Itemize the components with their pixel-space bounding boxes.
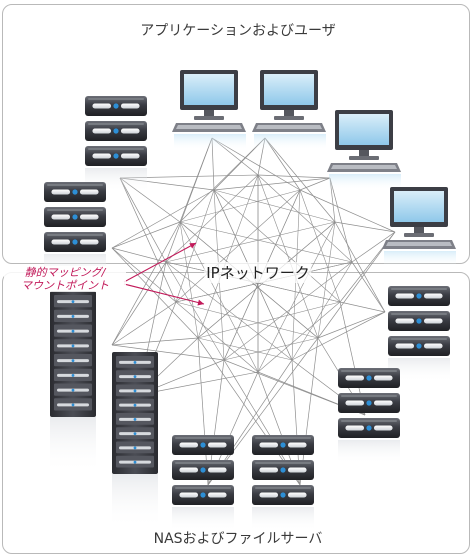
nas-file-servers-title: NASおよびファイルサーバ (153, 531, 323, 547)
mesh-link (317, 231, 396, 339)
mesh-link (329, 177, 353, 263)
mesh-link (264, 137, 336, 223)
rack-server-bottom-1 (172, 435, 234, 531)
mesh-link (299, 189, 396, 233)
mesh-link (165, 261, 225, 361)
mesh-link (257, 174, 319, 339)
ip-network-label: IPネットワーク (204, 262, 312, 283)
mesh-link (165, 137, 213, 263)
mesh-link (317, 311, 386, 339)
mesh-link (111, 189, 215, 249)
mapping-arrow (123, 242, 197, 283)
mesh-link (334, 221, 386, 313)
workstation-1 (172, 70, 246, 150)
mesh-link (119, 177, 177, 303)
mesh-link (351, 231, 396, 263)
mesh-link (299, 189, 341, 303)
mapping-arrows (123, 242, 205, 306)
mesh-link (175, 189, 215, 303)
mesh-link (111, 337, 199, 346)
mesh-link (165, 261, 293, 361)
mesh-link (291, 311, 386, 361)
workstation-3 (327, 110, 401, 190)
mesh-link (165, 221, 336, 263)
workstation-4 (382, 187, 456, 267)
devices (44, 70, 456, 531)
mesh-link (179, 137, 266, 223)
mesh-link (175, 301, 319, 339)
mesh-link (213, 177, 331, 191)
mesh-link (291, 261, 353, 361)
tower-server-middle (112, 352, 158, 529)
static-mapping-line-2: マウントポイント (21, 279, 109, 292)
mesh-link (339, 301, 386, 313)
mesh-link (257, 221, 336, 373)
rack-server-right-top (388, 286, 450, 382)
mesh-link (223, 261, 353, 361)
mesh-link (197, 337, 293, 361)
mesh-link (213, 189, 341, 303)
mesh-link (111, 261, 167, 346)
rack-server-bottom-2 (252, 435, 314, 531)
mesh-link (334, 221, 396, 233)
rack-server-top-left (85, 96, 147, 192)
mesh-link (197, 174, 259, 339)
static-mapping-line-1: 静的マッピング/ (24, 266, 106, 279)
mapping-arrowhead (197, 299, 204, 306)
mesh-link (257, 301, 341, 373)
mapping-arrowhead (189, 243, 196, 249)
mesh-link (257, 174, 353, 263)
rack-server-mid-left (44, 182, 106, 278)
mapping-arrow (123, 283, 205, 305)
mesh-link (299, 177, 331, 191)
applications-users-title: アプリケーションおよびユーザ (140, 23, 336, 39)
tower-server-left (50, 291, 96, 474)
mesh-link (175, 301, 259, 373)
workstation-2 (252, 70, 326, 150)
mesh-link (179, 221, 199, 339)
mesh-link (111, 344, 225, 361)
mesh-link (197, 301, 341, 339)
mesh-link (351, 261, 386, 313)
mesh-link (111, 301, 177, 346)
mesh-link (111, 247, 199, 339)
mesh-link (257, 174, 331, 179)
mesh-link (213, 189, 336, 223)
mesh-link (111, 247, 177, 303)
mesh-link (179, 189, 301, 223)
mesh-link (179, 221, 353, 263)
rack-server-right-bottom (338, 368, 400, 464)
static-mapping-label: 静的マッピング/ マウントポイント (4, 266, 126, 292)
mesh-link (175, 189, 301, 303)
mesh-link (165, 174, 259, 263)
